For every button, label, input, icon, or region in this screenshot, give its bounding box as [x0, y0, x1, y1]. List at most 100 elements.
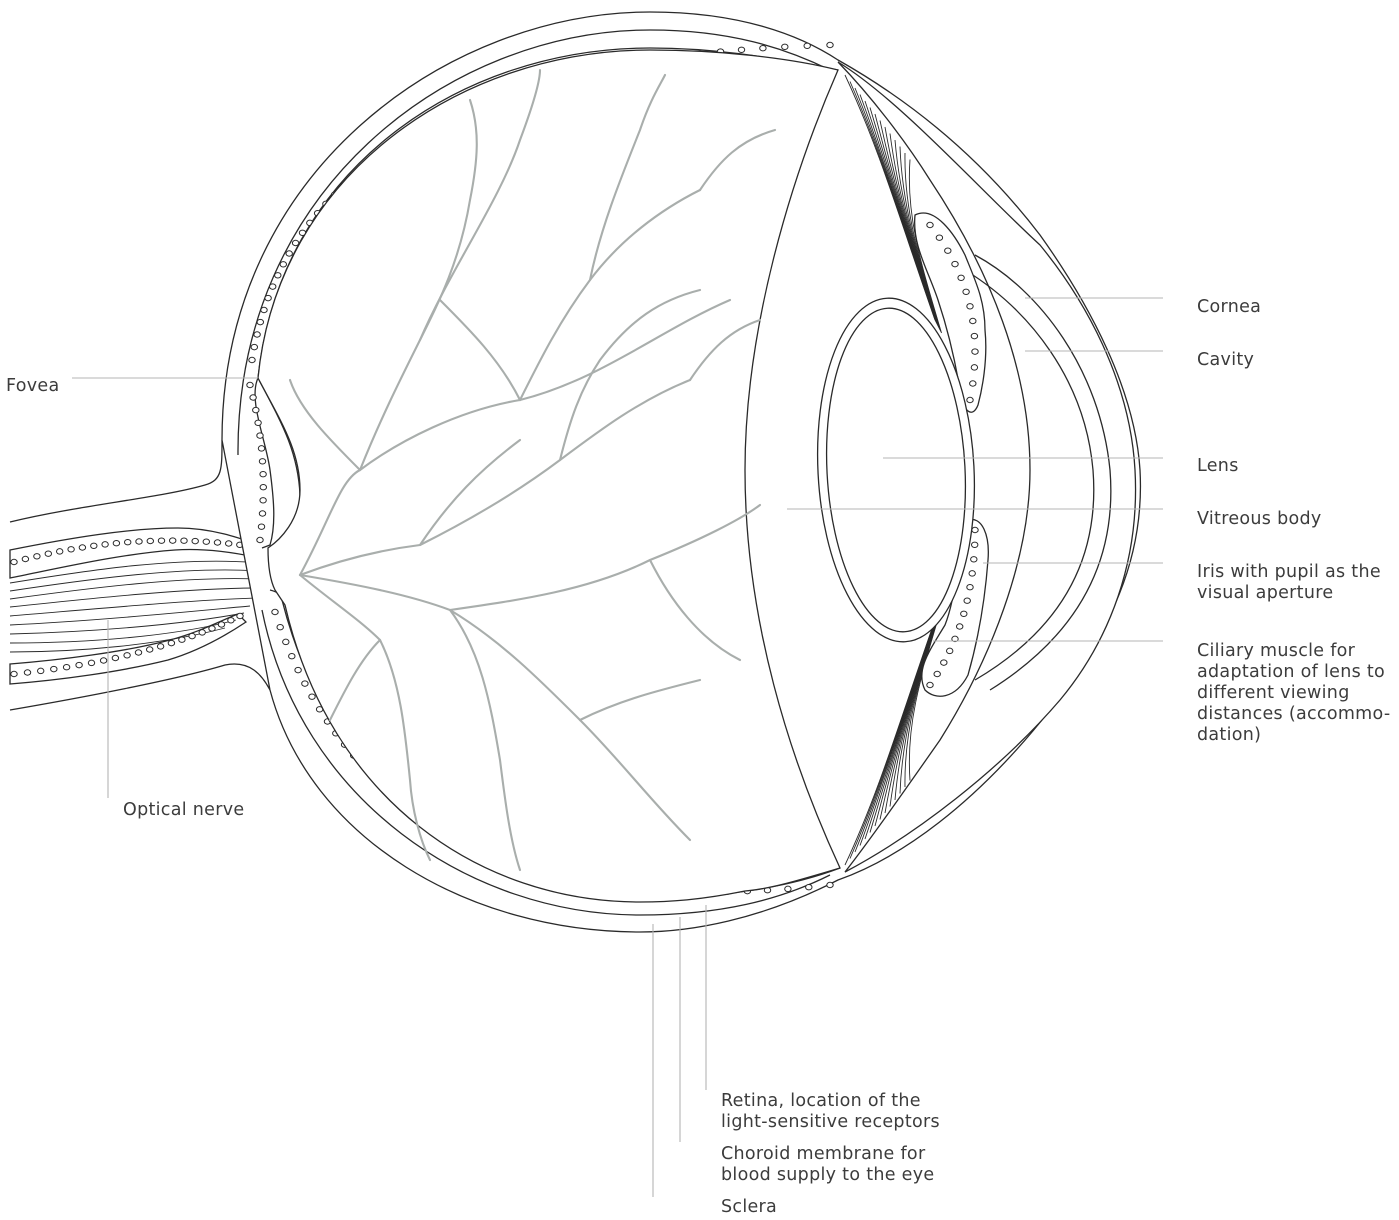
nerve-sheath-pore [147, 647, 153, 652]
label-ciliary-line-5: dation) [1197, 725, 1261, 745]
iris-pore [969, 571, 975, 576]
label-iris: Iris with pupil as the visual aperture [1197, 562, 1387, 603]
label-optical-nerve: Optical nerve [123, 800, 244, 820]
iris-pore [971, 333, 977, 338]
nerve-sheath-pore [112, 655, 118, 660]
choroid-pore [292, 240, 298, 245]
choroid-pore [261, 307, 267, 312]
choroid-pore [255, 420, 261, 425]
choroid-pore [258, 524, 264, 529]
choroid-pore [259, 511, 265, 516]
nerve-sheath-pore [11, 559, 17, 564]
choroid-pore [302, 681, 308, 686]
label-choroid-line-1: Choroid membrane for [721, 1144, 926, 1164]
nerve-sheath-pore [45, 551, 51, 556]
nerve-sheath-pore [68, 547, 74, 552]
choroid-pore [760, 45, 766, 50]
nerve-sheath-pore [170, 538, 176, 543]
nerve-sheath-pore [192, 538, 198, 543]
label-lens: Lens [1197, 456, 1239, 476]
nerve-sheath-pore [228, 618, 234, 623]
iris-pore [927, 682, 933, 687]
iris-pore [961, 611, 967, 616]
nerve-sheath-pore [34, 554, 40, 559]
nerve-sheath-pore [38, 668, 44, 673]
iris-pore [967, 304, 973, 309]
choroid-pore [253, 407, 259, 412]
choroid-pore [259, 459, 265, 464]
choroid-pore [258, 446, 264, 451]
nerve-sheath-pore [218, 622, 224, 627]
choroid-pore [283, 639, 289, 644]
choroid-pore [257, 319, 263, 324]
iris-pore [972, 349, 978, 354]
nerve-sheath-pore [91, 543, 97, 548]
nerve-sheath-pore [22, 556, 28, 561]
nerve-sheath-pore [157, 644, 163, 649]
choroid-pore [289, 653, 295, 658]
label-retina: Retina, location of the light-sensitive … [721, 1091, 940, 1132]
nerve-sheath-pore [57, 549, 63, 554]
nerve-sheath-pore [158, 538, 164, 543]
nerve-sheath-pore [88, 660, 94, 665]
nerve-sheath-pore [181, 538, 187, 543]
label-choroid: Choroid membrane for blood supply to the… [721, 1144, 934, 1185]
iris-pore [958, 275, 964, 280]
label-iris-line-1: Iris with pupil as the [1197, 562, 1381, 582]
label-vitreous-body: Vitreous body [1197, 509, 1322, 529]
iris-pore [963, 289, 969, 294]
nerve-sheath-pore [125, 539, 131, 544]
iris-pore [957, 624, 963, 629]
iris-pore [967, 397, 973, 402]
nerve-sheath-pore [135, 650, 141, 655]
iris-pore [947, 648, 953, 653]
choroid-pore [265, 295, 271, 300]
choroid-pore [827, 42, 833, 47]
label-cavity: Cavity [1197, 350, 1254, 370]
label-ciliary-muscle: Ciliary muscle for adaptation of lens to… [1197, 641, 1396, 745]
nerve-sheath-pore [79, 545, 85, 550]
nerve-sheath-pore [168, 640, 174, 645]
nerve-sheath-pore [199, 630, 205, 635]
label-ciliary-line-3: different viewing [1197, 683, 1350, 703]
label-ciliary-line-1: Ciliary muscle for [1197, 641, 1356, 661]
choroid-pore [286, 251, 292, 256]
choroid-pore [738, 47, 744, 52]
nerve-sheath-pore [209, 626, 215, 631]
label-cornea: Cornea [1197, 297, 1261, 317]
choroid-pore [254, 332, 260, 337]
choroid-pore [295, 667, 301, 672]
choroid-pore [257, 537, 263, 542]
label-ciliary-line-4: distances (accommo- [1197, 704, 1390, 724]
nerve-sheath-pore [24, 670, 30, 675]
choroid-pore [785, 886, 791, 891]
nerve-sheath-pore [51, 666, 57, 671]
nerve-sheath-pore [63, 664, 69, 669]
iris-pore [971, 557, 977, 562]
label-choroid-line-2: blood supply to the eye [721, 1165, 934, 1185]
choroid-pore [247, 382, 253, 387]
nerve-sheath-pore [76, 662, 82, 667]
choroid-pore [260, 484, 266, 489]
choroid-pore [827, 882, 833, 887]
choroid-pore [249, 357, 255, 362]
iris-pore [952, 261, 958, 266]
iris-pore [971, 365, 977, 370]
choroid-pore [260, 498, 266, 503]
nerve-sheath-pore [124, 653, 130, 658]
iris-pore [927, 222, 933, 227]
label-retina-line-1: Retina, location of the [721, 1091, 921, 1111]
nerve-sheath-pore [214, 540, 220, 545]
nerve-sheath-pore [11, 671, 17, 676]
iris-pore [970, 318, 976, 323]
choroid-pore [782, 44, 788, 49]
choroid-pore [804, 43, 810, 48]
nerve-sheath-pore [113, 540, 119, 545]
nerve-sheath-pore [189, 633, 195, 638]
choroid-pore [270, 284, 276, 289]
choroid-pore [257, 433, 263, 438]
label-sclera: Sclera [721, 1197, 777, 1217]
nerve-sheath-pore [203, 539, 209, 544]
iris-pore [941, 660, 947, 665]
nerve-sheath-pore [179, 637, 185, 642]
